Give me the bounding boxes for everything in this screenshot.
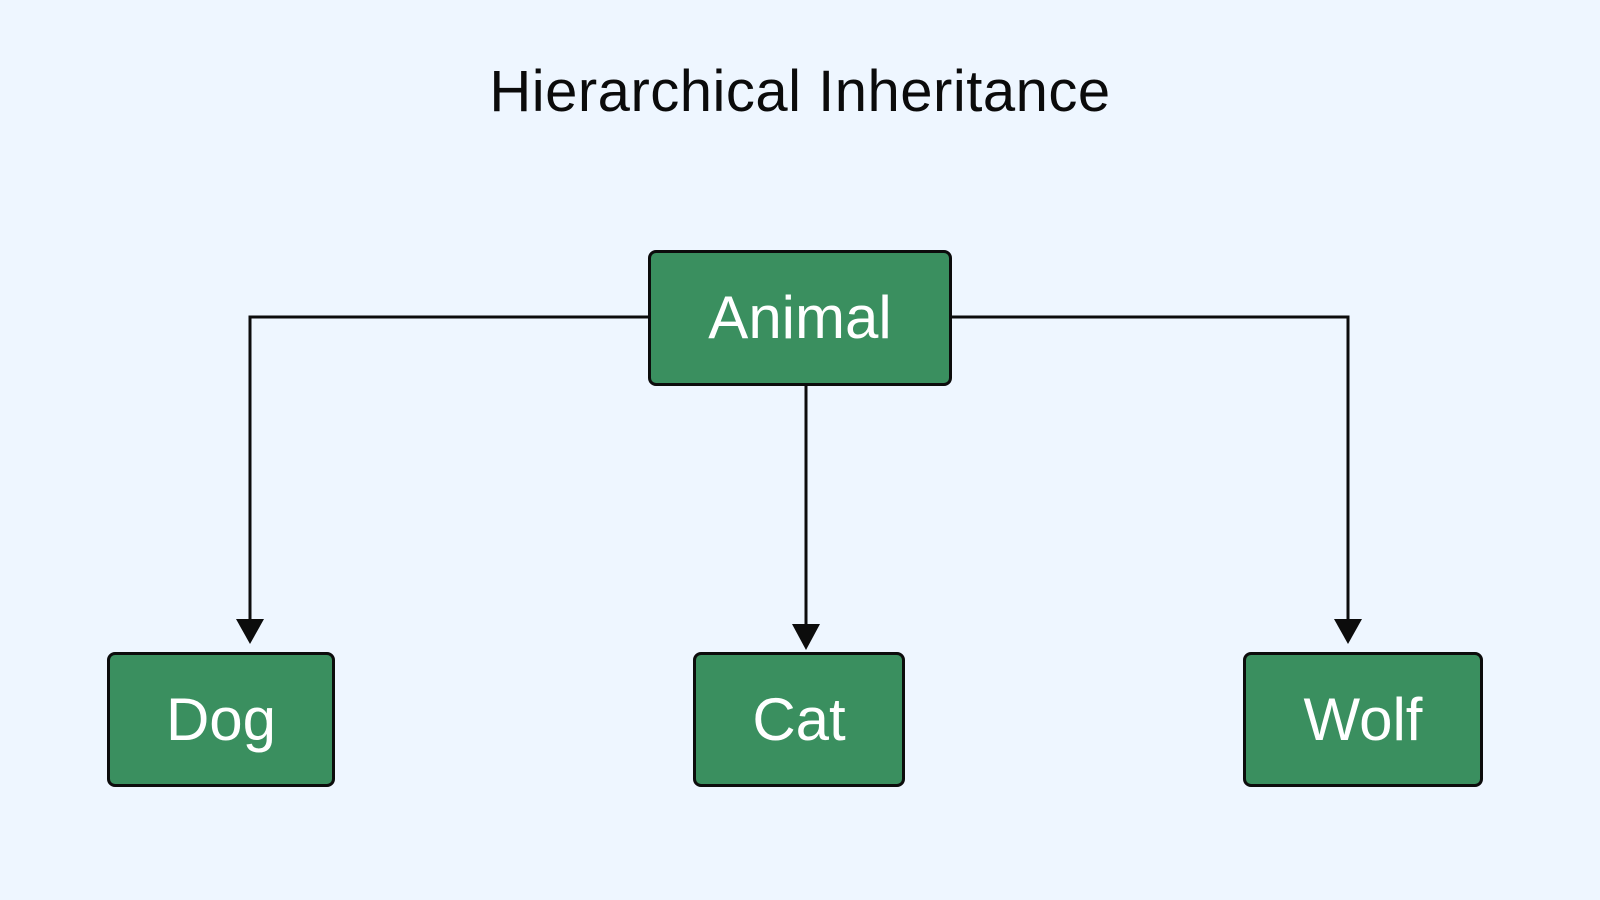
node-wolf: Wolf (1243, 652, 1483, 787)
node-dog-label: Dog (165, 685, 277, 753)
arrowhead-cat (792, 624, 820, 650)
arrowhead-wolf (1334, 619, 1362, 644)
node-animal: Animal (648, 250, 952, 386)
node-cat-label: Cat (752, 685, 846, 753)
arrowhead-dog (236, 619, 264, 644)
node-dog: Dog (107, 652, 335, 787)
node-cat: Cat (693, 652, 905, 787)
edge-animal-wolf (952, 315, 1362, 644)
edge-animal-dog (236, 315, 648, 644)
diagram-title: Hierarchical Inheritance (489, 59, 1111, 124)
node-animal-label: Animal (708, 284, 892, 351)
edge-animal-cat (792, 386, 820, 650)
node-wolf-label: Wolf (1303, 685, 1423, 753)
